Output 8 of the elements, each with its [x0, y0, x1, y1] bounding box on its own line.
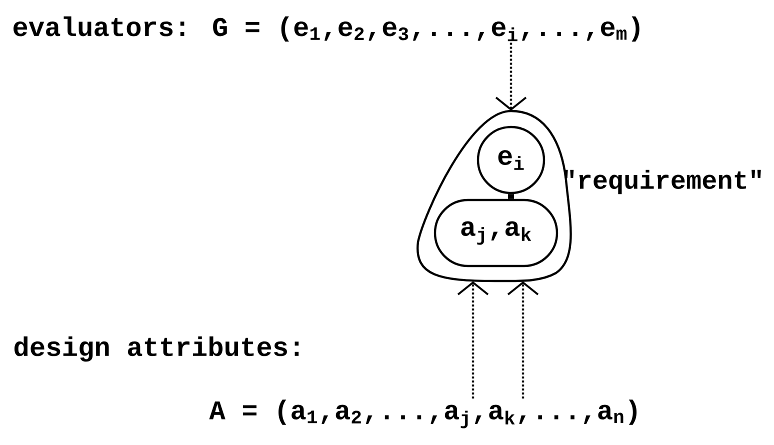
formula-text: evaluators: G = (e$_{1}$,e$_{2}$,e$_{3}$,...,e$_{i}$,...,e$_{m}$) [14, 16, 640, 42]
arrow [507, 281, 539, 398]
formula-text: A = (a$_{1}$,a$_{2}$,...,a$_{j}$,a$_{k}$,...,a$_{n}$) [209, 400, 637, 428]
arrow [495, 42, 527, 111]
arrow [457, 281, 489, 398]
heading-text: design attributes: [14, 336, 299, 362]
attribute-box: a$_{j}$,a$_{k}$ [434, 198, 558, 268]
connector-line [508, 194, 514, 199]
